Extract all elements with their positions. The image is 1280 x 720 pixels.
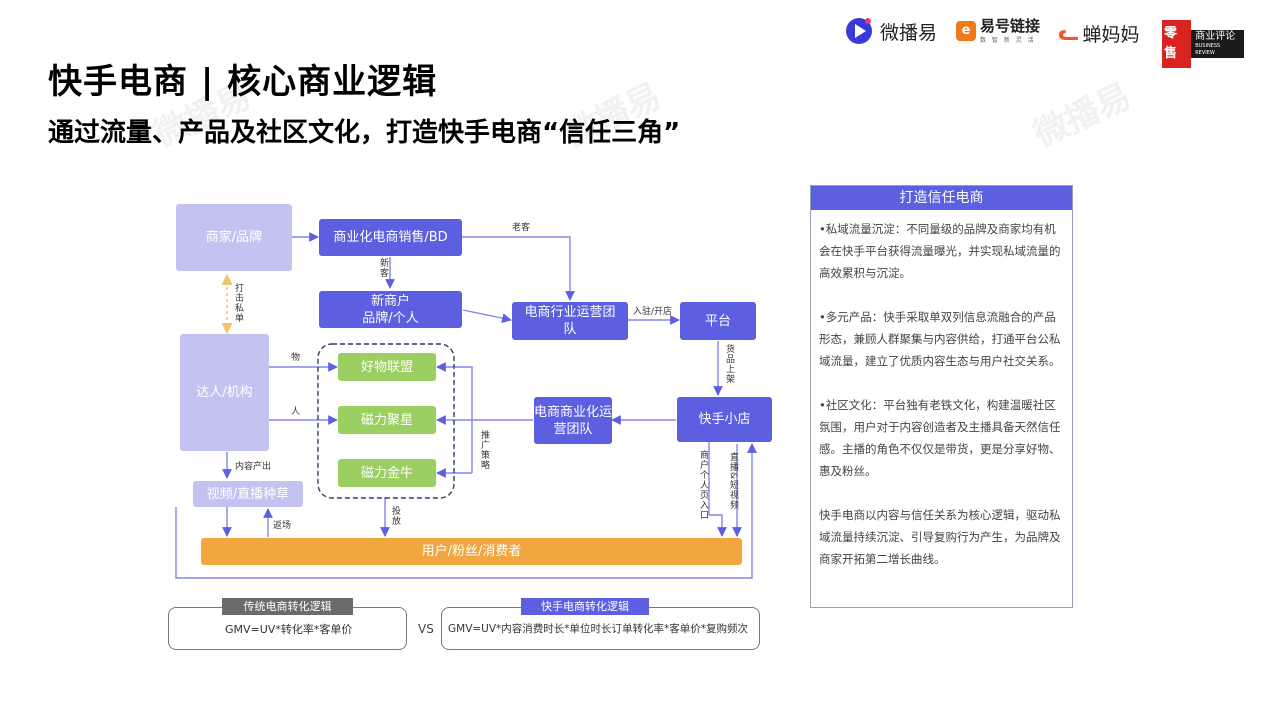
page-title: 快手电商 | 核心商业逻辑	[48, 62, 438, 102]
logo-weiboyi: 微播易	[844, 16, 937, 46]
node-users: 用户/粉丝/消费者	[201, 538, 742, 565]
panel-body: •私域流量沉淀：不同量级的品牌及商家均有机会在快手平台获得流量曝光，并实现私域流…	[811, 210, 1072, 570]
edge-bd-ops-old	[462, 236, 575, 301]
page-subtitle: 通过流量、产品及社区文化，打造快手电商“信任三角”	[48, 118, 681, 148]
node-biz-ops: 电商商业化运 营团队	[534, 397, 612, 444]
logo-chanmama: ᓚ 蝉妈妈	[1058, 21, 1140, 46]
label-goods-listing: 货品上架	[724, 344, 734, 384]
label-return: 返场	[273, 521, 292, 531]
panel-paragraph: •社区文化：平台独有老铁文化，构建温暖社区氛围，用户对于内容创造者及主播具备天然…	[819, 398, 1061, 478]
edge-store-users-entry	[708, 442, 727, 537]
node-ops-team: 电商行业运营团 队	[512, 302, 628, 340]
panel-paragraph: •多元产品：快手采取单双列信息流融合的产品形态，兼顾人群聚集与内容供给，打通平台…	[819, 310, 1061, 368]
chanmama-icon: ᓚ	[1058, 21, 1079, 46]
vs-label: VS	[418, 622, 434, 636]
node-kol: 达人/机构	[180, 334, 269, 451]
node-new-merchant: 新商户 品牌/个人	[319, 291, 462, 328]
label-merchant-entry: 商户个人页入口	[698, 450, 708, 520]
edge-new-ops	[462, 309, 512, 323]
tag-kuaishou: 快手电商转化逻辑	[521, 598, 649, 615]
label-old-customer: 老客	[512, 223, 531, 233]
label-delivery: 投放	[390, 506, 400, 526]
node-julixing: 磁力聚星	[338, 406, 436, 434]
edge-push-haowu	[436, 362, 473, 473]
trust-ecommerce-panel: 打造信任电商 •私域流量沉淀：不同量级的品牌及商家均有机会在快手平台获得流量曝光…	[810, 185, 1073, 608]
panel-paragraph: •私域流量沉淀：不同量级的品牌及商家均有机会在快手平台获得流量曝光，并实现私域流…	[819, 222, 1061, 280]
panel-title: 打造信任电商	[811, 186, 1072, 210]
play-icon	[846, 18, 872, 44]
node-bd: 商业化电商销售/BD	[319, 219, 462, 256]
label-private-deal: 打击私单	[233, 283, 243, 323]
label-goods: 物	[291, 353, 301, 363]
node-store: 快手小店	[677, 397, 772, 442]
panel-paragraph: 快手电商以内容与信任关系为核心逻辑，驱动私域流量持续沉淀、引导复购行为产生，为品…	[819, 508, 1061, 566]
label-push-strategy: 推广策略	[479, 430, 489, 470]
label-people: 人	[291, 407, 301, 417]
partner-logos: 微播易 e 易号链接 数 智 新 灵 活 ᓚ 蝉妈妈 零售 商业评论 BUSIN…	[844, 12, 1244, 68]
logo-yihao: e 易号链接 数 智 新 灵 活	[956, 18, 1040, 44]
node-platform: 平台	[680, 302, 756, 340]
label-content-output: 内容产出	[235, 462, 272, 472]
label-live-video: 直播&短视频	[728, 452, 738, 511]
node-jinniu: 磁力金牛	[338, 459, 436, 487]
edge-users-store-loop	[175, 443, 757, 579]
yihao-badge-icon: e	[956, 21, 976, 41]
node-haowu: 好物联盟	[338, 353, 436, 381]
traffic-tools-group	[317, 343, 455, 499]
node-video: 视频/直播种草	[193, 481, 303, 507]
node-brand: 商家/品牌	[176, 204, 292, 271]
logo-linshou: 零售 商业评论 BUSINESS REVIEW	[1162, 20, 1244, 68]
tag-traditional: 传统电商转化逻辑	[222, 598, 353, 615]
label-settle: 入驻/开店	[633, 307, 673, 317]
label-new: 新客	[378, 258, 388, 278]
